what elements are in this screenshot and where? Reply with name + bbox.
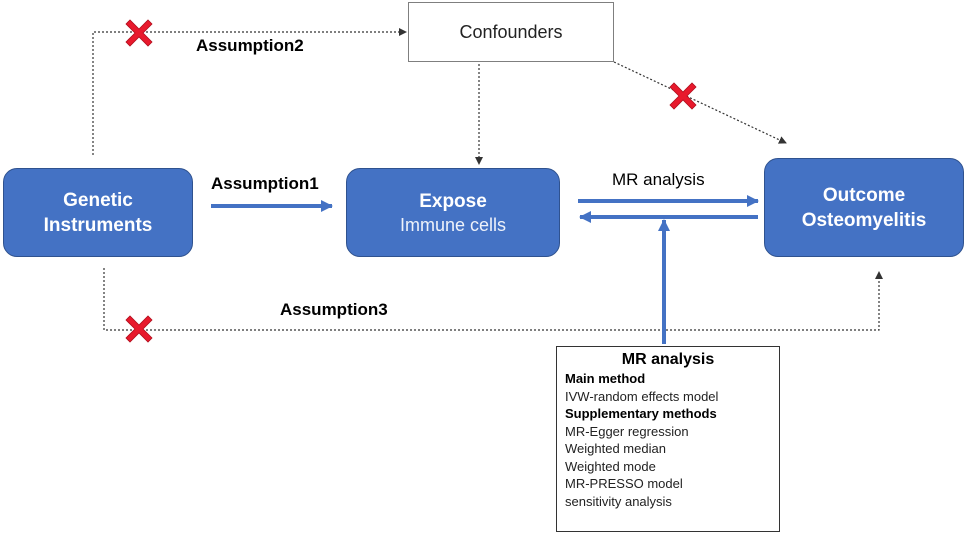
confounders-label: Confounders	[459, 21, 563, 42]
cross-icon-assumption3	[125, 315, 153, 343]
assumption3-connector	[103, 268, 883, 331]
methods-box: MR analysis Main method IVW-random effec…	[556, 346, 780, 532]
main-method-item: IVW-random effects model	[565, 388, 719, 404]
outcome-line2: Osteomyelitis	[801, 209, 927, 231]
expose-node: Expose Immune cells	[346, 168, 560, 257]
expose-title: Expose	[419, 190, 487, 212]
outcome-line1: Outcome	[822, 184, 906, 206]
supplementary-methods-heading: Supplementary methods	[565, 406, 717, 421]
genetic-line2: Instruments	[43, 214, 153, 236]
confounders-to-outcome-connector	[613, 61, 787, 144]
cross-icon-assumption2	[125, 19, 153, 47]
methods-title: MR analysis	[621, 351, 715, 368]
supp-method-item: MR-Egger regression	[565, 423, 689, 439]
outcome-node: Outcome Osteomyelitis	[764, 158, 964, 257]
supp-method-item: Weighted mode	[565, 458, 656, 474]
confounders-node: Confounders	[408, 2, 614, 62]
supp-method-item: Weighted median	[565, 441, 666, 456]
main-method-heading: Main method	[565, 371, 646, 386]
genetic-instruments-node: Genetic Instruments	[3, 168, 193, 257]
mr-analysis-edge-label: MR analysis	[612, 170, 705, 189]
assumption3-label: Assumption3	[280, 300, 388, 319]
supp-method-item: sensitivity analysis	[565, 493, 672, 509]
expose-subtitle: Immune cells	[399, 214, 507, 235]
assumption2-connector	[92, 28, 407, 155]
assumption2-label: Assumption2	[196, 36, 304, 55]
supp-method-item: MR-PRESSO model	[565, 476, 683, 491]
genetic-line1: Genetic	[63, 189, 133, 211]
cross-icon-confounders-outcome	[669, 82, 697, 110]
assumption1-label: Assumption1	[211, 174, 319, 193]
